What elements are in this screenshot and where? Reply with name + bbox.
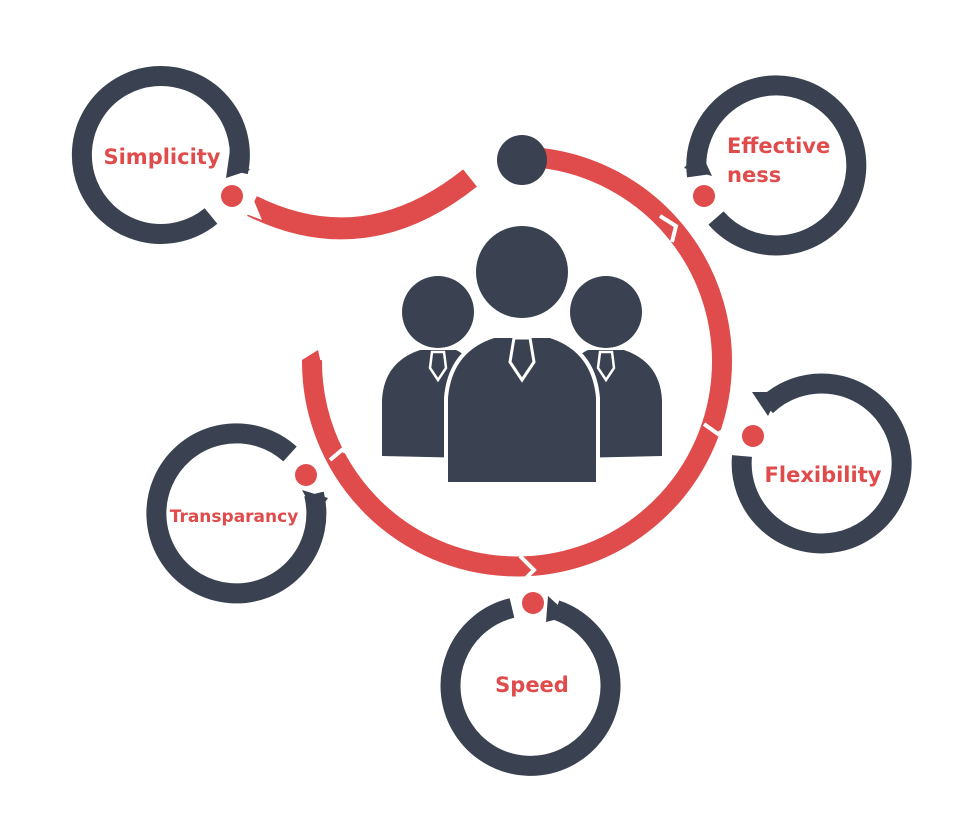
effectiveness-ring-arrowhead xyxy=(684,150,712,176)
arc-origin-dot xyxy=(497,135,547,185)
center-person-head xyxy=(476,226,568,318)
node-simplicity: Simplicity xyxy=(71,65,250,244)
speed-ring xyxy=(440,598,621,776)
center-person-body xyxy=(444,334,600,486)
effectiveness-label-line-1: Effective xyxy=(727,134,830,158)
speed-ring-arrowhead xyxy=(546,596,570,622)
flexibility-ring xyxy=(731,373,912,554)
simplicity-connector-arc xyxy=(247,169,477,240)
arc-notch-3 xyxy=(518,554,537,582)
simplicity-dot xyxy=(221,185,243,207)
simplicity-label: Simplicity xyxy=(103,145,220,169)
effectiveness-label: Effective ness xyxy=(727,134,838,187)
people-group-icon xyxy=(382,226,662,486)
arc-start-tip xyxy=(302,350,322,368)
flexibility-dot xyxy=(742,425,764,447)
effectiveness-ring xyxy=(686,75,867,256)
arc-notch-4 xyxy=(328,447,357,462)
central-cycle-arrow xyxy=(301,148,732,582)
effectiveness-dot xyxy=(693,185,715,207)
speed-label-line: Speed xyxy=(495,673,569,697)
right-tie xyxy=(596,350,616,383)
arc-notch-2 xyxy=(702,422,732,437)
arc-notch-1 xyxy=(658,214,679,243)
transparancy-ring xyxy=(146,423,327,604)
simplicity-label-line: Simplicity xyxy=(103,145,220,169)
node-transparancy: Transparancy xyxy=(146,423,328,604)
connector-arrow-tip xyxy=(246,196,262,220)
right-person-head xyxy=(570,276,642,348)
simplicity-ring xyxy=(71,65,250,244)
transparancy-label: Transparancy xyxy=(170,507,299,527)
node-flexibility: Flexibility xyxy=(731,373,912,554)
node-effectiveness: Effective ness xyxy=(684,75,867,256)
flexibility-ring-arrowhead xyxy=(752,392,780,416)
central-arc xyxy=(301,148,732,577)
left-tie xyxy=(428,350,448,383)
transparancy-label-line: Transparancy xyxy=(170,507,299,527)
center-tie xyxy=(508,336,536,383)
transparancy-dot xyxy=(295,464,317,486)
speed-label: Speed xyxy=(495,673,569,697)
simplicity-ring-arrowhead xyxy=(226,150,250,178)
flexibility-label: Flexibility xyxy=(765,463,882,487)
transparancy-ring-arrowhead xyxy=(302,490,328,516)
left-person-head xyxy=(402,276,474,348)
flexibility-label-line: Flexibility xyxy=(765,463,882,487)
node-speed: Speed xyxy=(440,592,621,776)
speed-dot xyxy=(522,592,544,614)
effectiveness-label-line-2: ness xyxy=(727,163,781,187)
